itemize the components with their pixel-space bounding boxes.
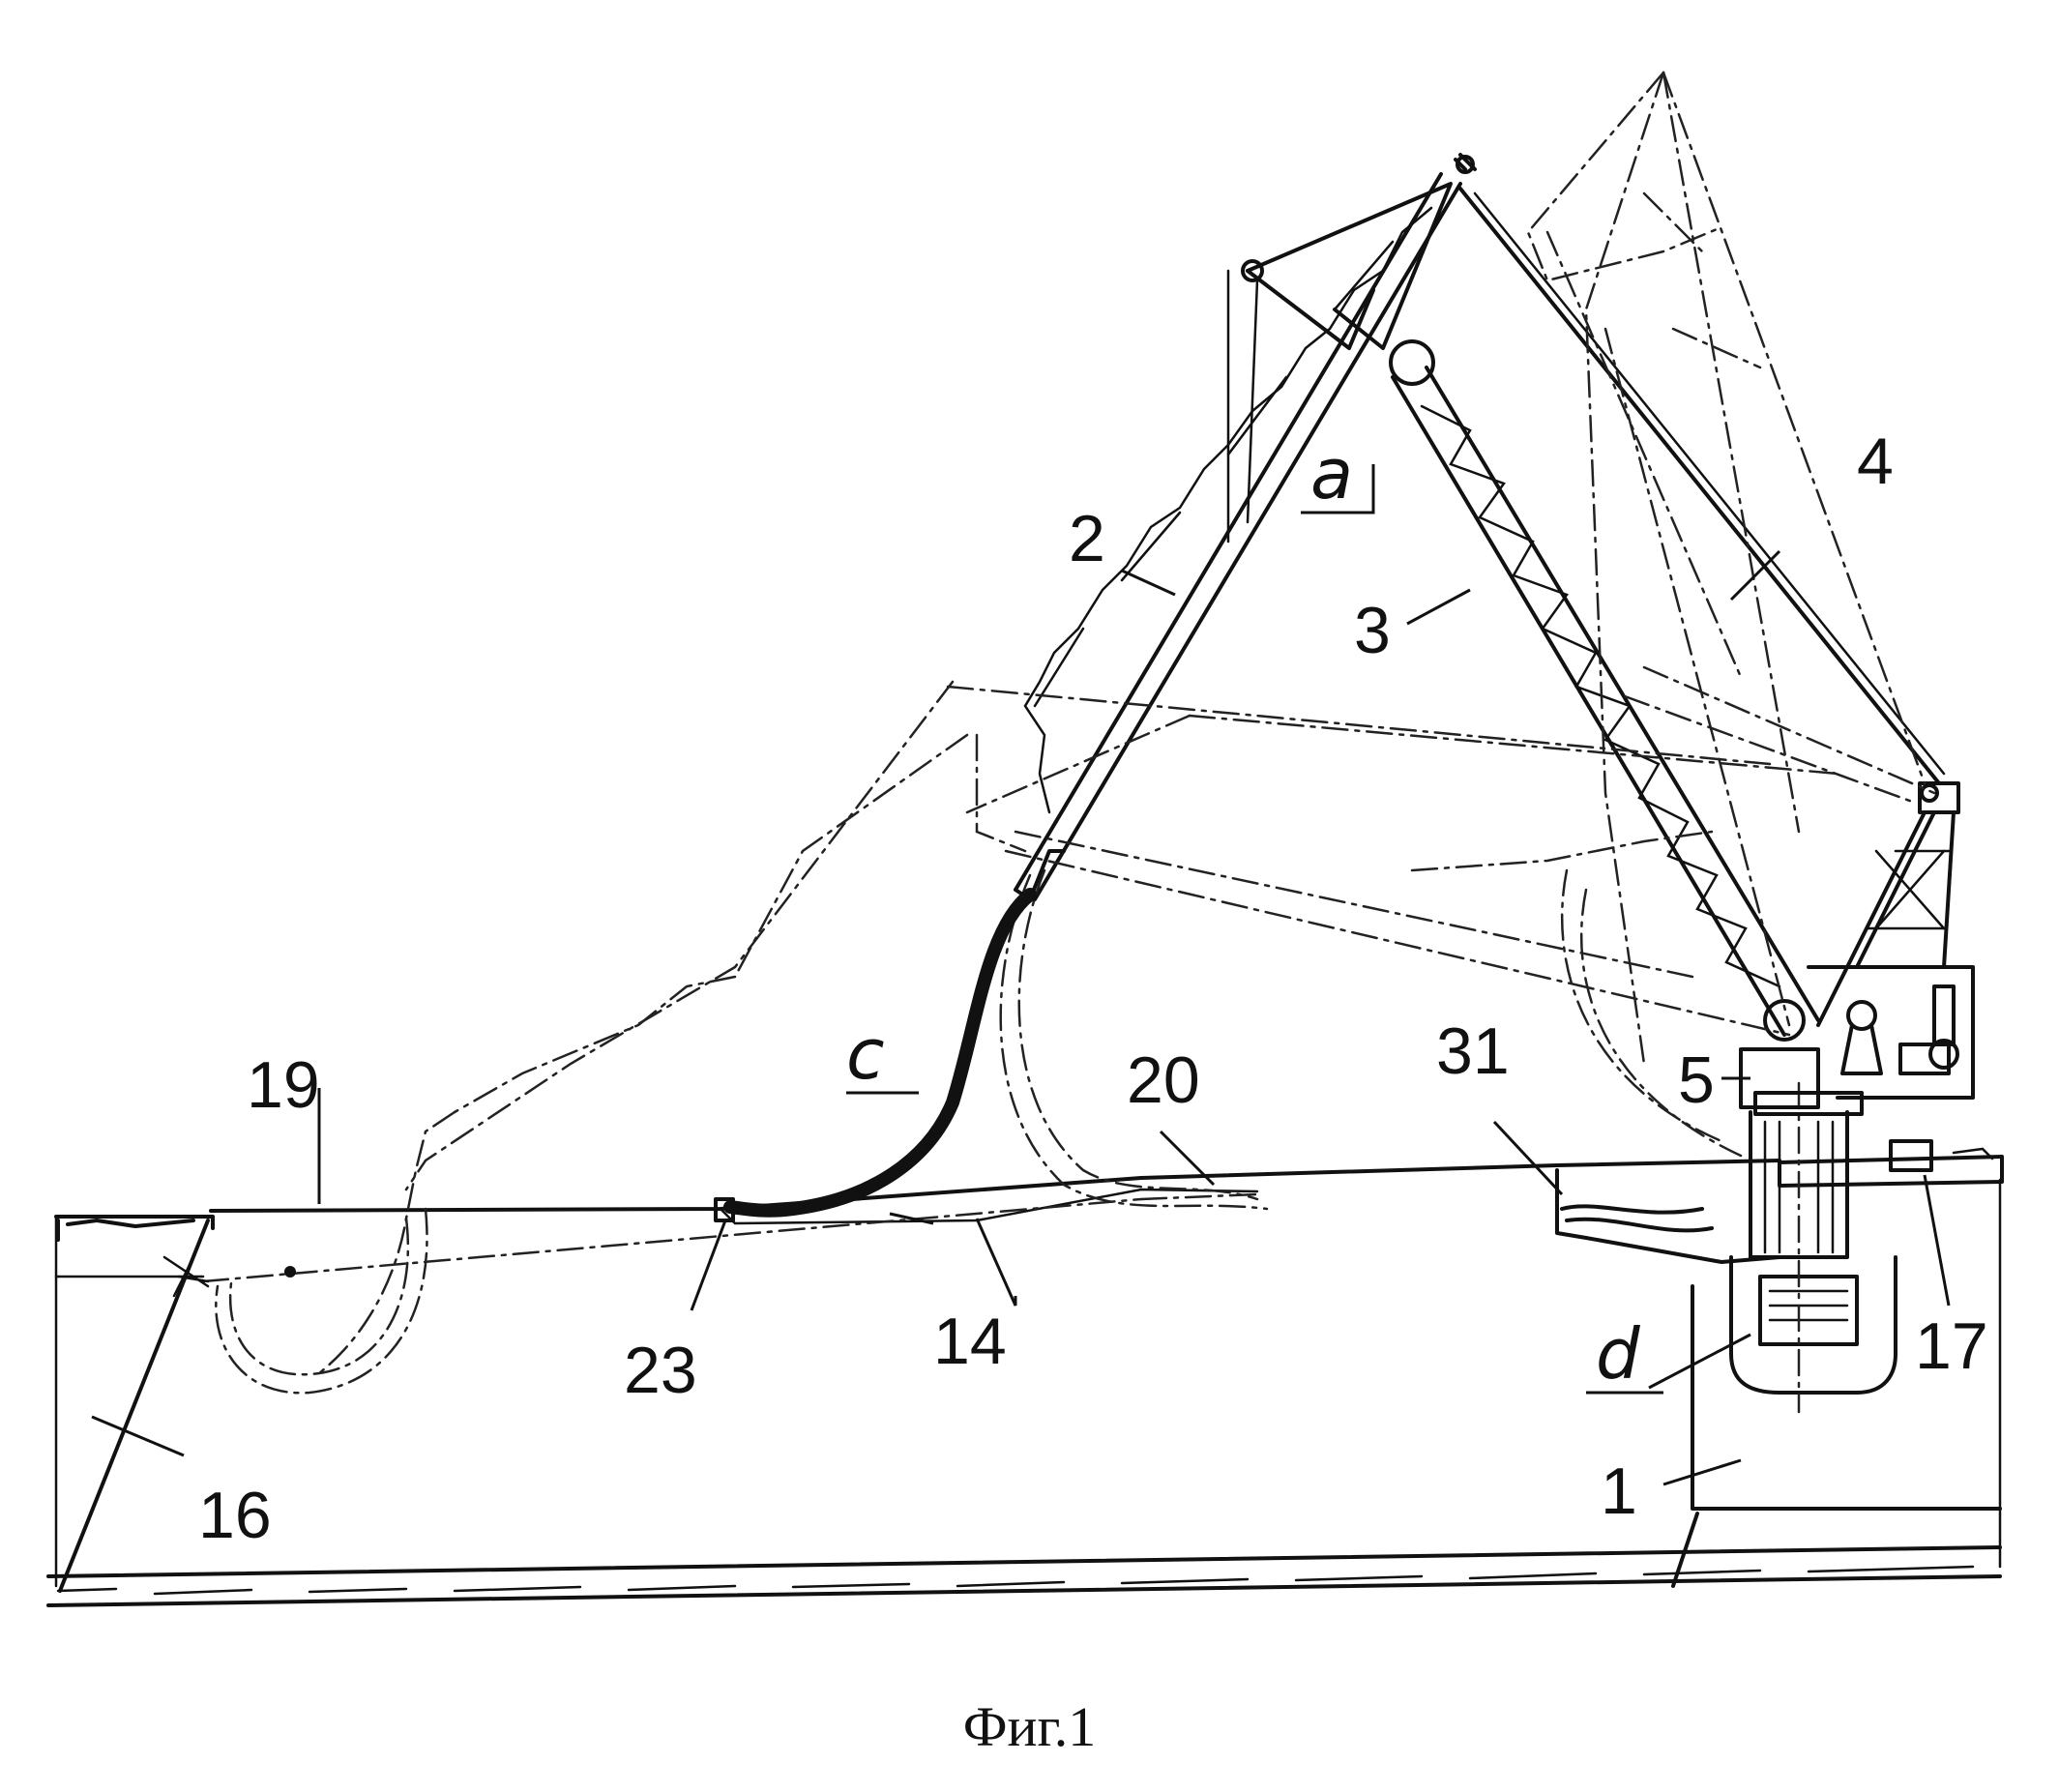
label-c: c (846, 1014, 885, 1095)
label-16: 16 (198, 1479, 272, 1552)
label-a: a (1310, 433, 1353, 514)
phantom-positions (164, 73, 1934, 1393)
figure-caption: Фиг.1 (0, 1694, 2059, 1759)
crane-machinery-house (1809, 967, 1973, 1098)
label-23: 23 (624, 1334, 697, 1407)
label-d: d (1596, 1313, 1641, 1395)
label-31: 31 (1436, 1014, 1510, 1088)
label-4: 4 (1857, 425, 1894, 498)
label-1: 1 (1601, 1454, 1637, 1528)
label-14: 14 (933, 1305, 1007, 1378)
crane-pedestal (1731, 1049, 1896, 1412)
label-19: 19 (247, 1048, 320, 1122)
a-frame-mast (1818, 783, 1958, 1025)
reference-labels: 2 3 4 5 14 16 17 19 20 23 31 1 a c d (198, 425, 1988, 1552)
waterline (48, 1547, 2000, 1605)
label-3: 3 (1354, 594, 1391, 667)
lower-boom-3 (1391, 341, 1818, 1040)
label-2: 2 (1069, 502, 1105, 575)
label-5: 5 (1678, 1043, 1715, 1117)
label-20: 20 (1127, 1043, 1200, 1117)
label-17: 17 (1915, 1309, 1988, 1383)
